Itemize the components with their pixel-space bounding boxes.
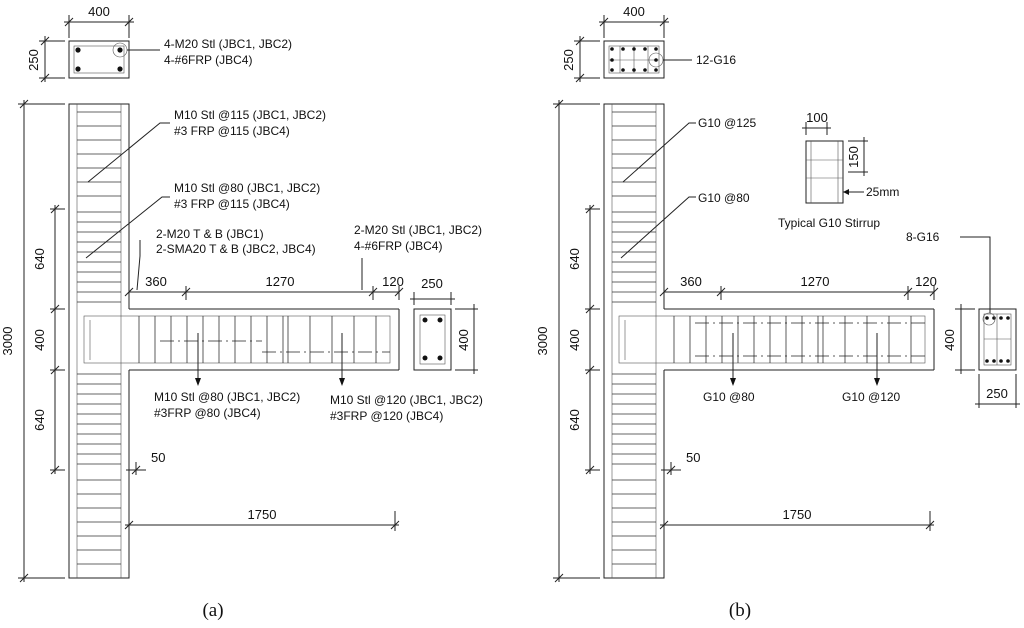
dim-beam-c-a: 120 xyxy=(382,274,404,289)
beam-dims-b: 360 1270 120 50 1750 xyxy=(659,274,939,531)
beam-bars-label-1: 2-M20 Stl (JBC1, JBC2) xyxy=(354,223,482,237)
notes-b: G10 @125 G10 @80 G10 @80 G10 @120 xyxy=(620,116,901,404)
ties80-label-2: #3 FRP @115 (JBC4) xyxy=(174,197,290,211)
column-elevation-a xyxy=(68,103,132,579)
dim-col-width-a: 400 xyxy=(88,4,110,19)
dim-joint-a: 400 xyxy=(32,329,47,351)
stir80-label-b: G10 @80 xyxy=(703,390,755,404)
stir120-label-b: G10 @120 xyxy=(842,390,901,404)
column-section-a: 400 250 4-M20 Stl (JBC1, JBC2) 4-#6FRP (… xyxy=(26,4,292,83)
ties125-label: G10 @125 xyxy=(698,116,757,130)
stir120-label-1: M10 Stl @120 (JBC1, JBC2) xyxy=(330,393,483,407)
beam-bars-label-b: 8-G16 xyxy=(906,230,940,244)
column-ties-a xyxy=(77,111,121,565)
typical-stirrup-detail: 100 150 25mm Typical G10 Stirrup xyxy=(778,110,899,230)
beam-section-a: 250 400 xyxy=(410,276,478,374)
col-bars-label-1: 4-M20 Stl (JBC1, JBC2) xyxy=(164,37,292,51)
dim-height-a: 3000 xyxy=(0,327,15,356)
dim-beam-b-a: 1270 xyxy=(266,274,295,289)
panel-a: 400 250 4-M20 Stl (JBC1, JBC2) 4-#6FRP (… xyxy=(0,4,483,621)
stirrup-title: Typical G10 Stirrup xyxy=(778,216,880,230)
height-dims-b: 3000 640 400 640 xyxy=(535,99,600,583)
dim-beam-depth-a: 400 xyxy=(456,329,471,351)
notes-a: M10 Stl @115 (JBC1, JBC2) #3 FRP @115 (J… xyxy=(85,108,483,423)
stir80-label-1: M10 Stl @80 (JBC1, JBC2) xyxy=(154,390,300,404)
beam-elevation-a xyxy=(83,104,400,371)
beam-elevation-b xyxy=(618,308,935,371)
dim-lower-a: 640 xyxy=(32,409,47,431)
dim-beam-width-a: 250 xyxy=(421,276,443,291)
dim-beam-c-b: 120 xyxy=(915,274,937,289)
ties115-label-1: M10 Stl @115 (JBC1, JBC2) xyxy=(174,108,326,122)
ties80-label-b: G10 @80 xyxy=(698,191,750,205)
beam-stirrups-b xyxy=(673,316,912,363)
dim-beam-a-b: 360 xyxy=(680,274,702,289)
dim-upper-b: 640 xyxy=(567,248,582,270)
dim-joint-b: 400 xyxy=(567,329,582,351)
stir80-label-2: #3FRP @80 (JBC4) xyxy=(154,406,261,420)
top-bars-label-1: 2-M20 T & B (JBC1) xyxy=(156,227,264,241)
column-elevation-b xyxy=(603,103,667,579)
top-bars-label-2: 2-SMA20 T & B (JBC2, JBC4) xyxy=(156,242,316,256)
dim-beam-len-b: 1750 xyxy=(783,507,812,522)
dim-beam-depth-b: 400 xyxy=(942,329,957,351)
height-dims-a: 3000 640 400 640 xyxy=(0,99,65,583)
dim-beam-a-a: 360 xyxy=(145,274,167,289)
dim-col-width-b: 400 xyxy=(623,4,645,19)
caption-b: (b) xyxy=(729,600,751,621)
col-bars-label-b: 12-G16 xyxy=(696,53,736,67)
dim-col-depth-b: 250 xyxy=(561,49,576,71)
panel-b: 400 250 12-G16 xyxy=(535,4,1020,621)
stir120-label-2: #3FRP @120 (JBC4) xyxy=(330,409,443,423)
beam-dims-a: 360 1270 120 50 1750 xyxy=(124,274,404,531)
dim-beam-b-b: 1270 xyxy=(801,274,830,289)
dim-offset-a: 50 xyxy=(151,450,165,465)
dim-stirrup-cover: 25mm xyxy=(866,185,899,199)
dim-offset-b: 50 xyxy=(686,450,700,465)
beam-stirrups-a xyxy=(138,316,377,363)
col-bars-label-2: 4-#6FRP (JBC4) xyxy=(164,53,252,67)
caption-a: (a) xyxy=(202,600,223,621)
dim-height-b: 3000 xyxy=(535,327,550,356)
dim-beam-len-a: 1750 xyxy=(248,507,277,522)
dim-lower-b: 640 xyxy=(567,409,582,431)
beam-bars-label-2: 4-#6FRP (JBC4) xyxy=(354,239,442,253)
beam-section-b: 8-G16 400 250 xyxy=(906,230,1020,408)
dim-beam-width-b: 250 xyxy=(986,386,1008,401)
column-ties-b xyxy=(612,111,656,565)
ties80-label-1: M10 Stl @80 (JBC1, JBC2) xyxy=(174,181,320,195)
dim-stirrup-h: 150 xyxy=(846,146,861,168)
ties115-label-2: #3 FRP @115 (JBC4) xyxy=(174,124,290,138)
dim-col-depth-a: 250 xyxy=(26,49,41,71)
dim-stirrup-w: 100 xyxy=(806,110,828,125)
dim-upper-a: 640 xyxy=(32,248,47,270)
column-section-b: 400 250 12-G16 xyxy=(561,4,736,83)
